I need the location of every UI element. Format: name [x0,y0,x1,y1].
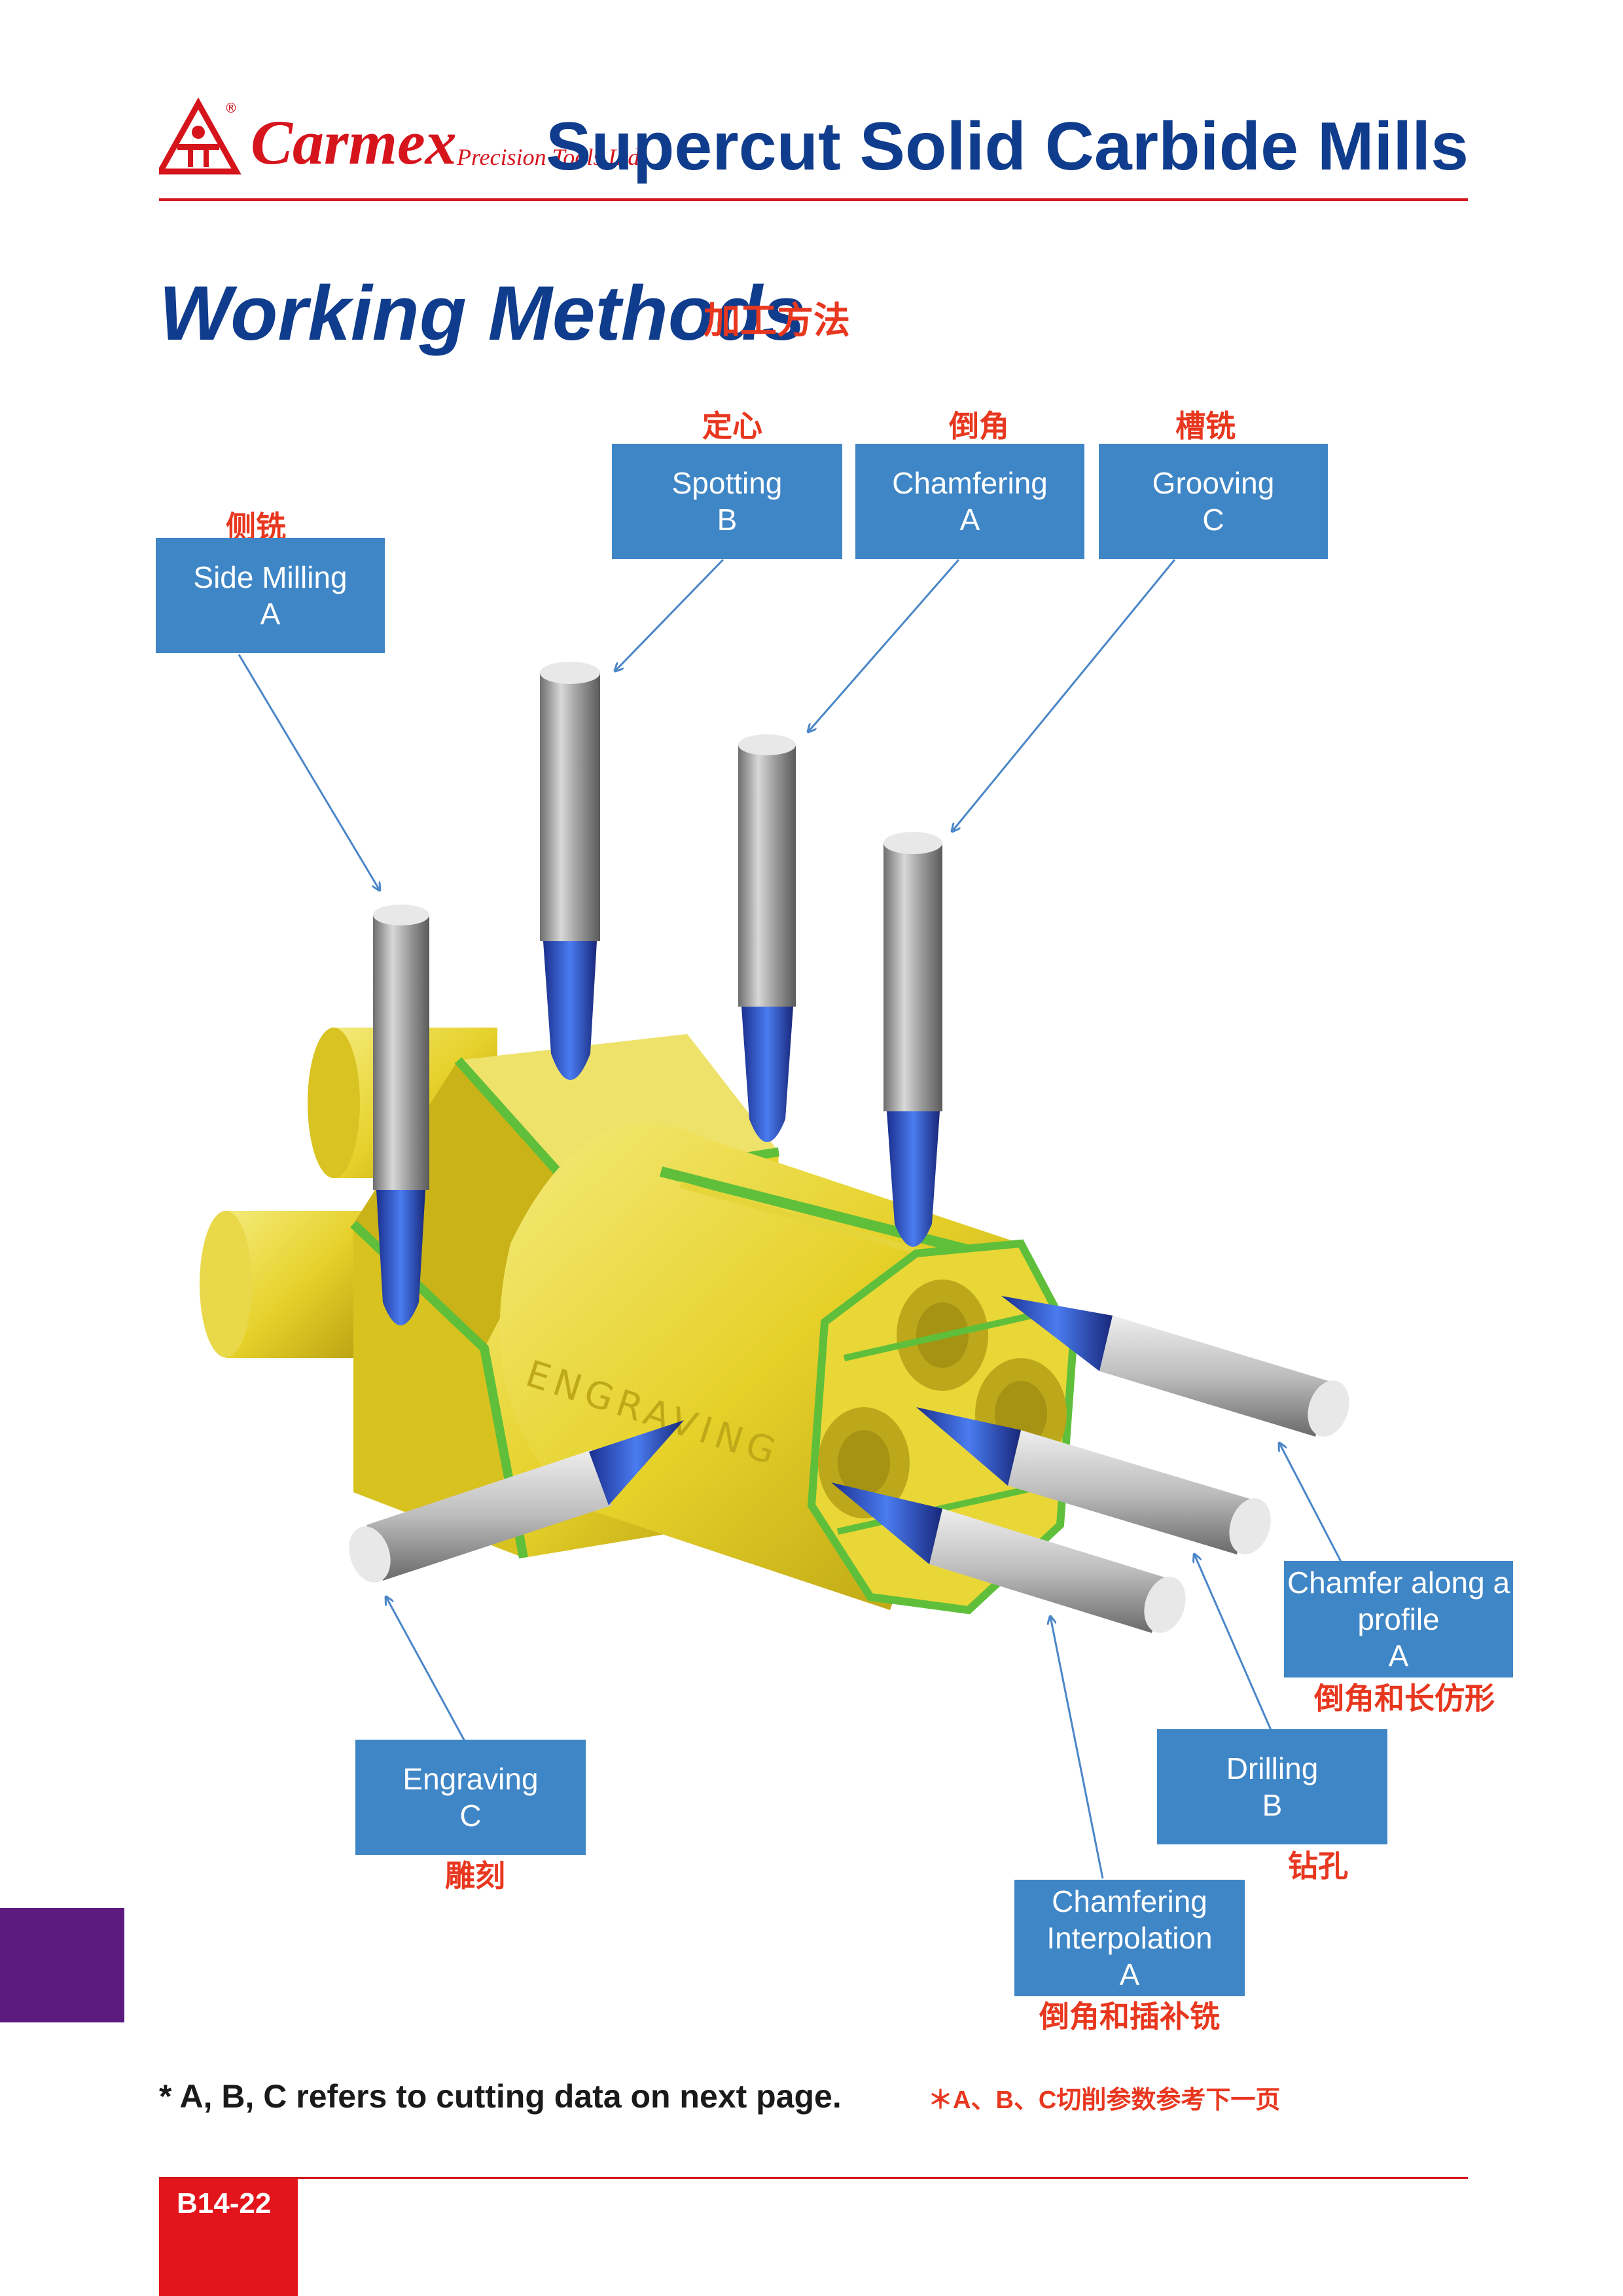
side-milling-grade: A [260,597,281,631]
side-milling-label: Side Milling [193,560,348,594]
engraving-callout: Engraving C [355,1740,586,1855]
drilling-cn: 钻孔 [1288,1849,1348,1883]
tool-side-milling [373,905,429,1325]
side-milling-cn: 侧铣 [226,510,286,544]
section-title: Working Methods [159,270,806,357]
section-color-tab [0,1908,124,2022]
grooving-label: Grooving [1152,466,1275,500]
chamfering-label: Chamfering [892,466,1048,500]
tool-drilling [916,1407,1271,1554]
grooving-cn: 槽铣 [1175,409,1236,443]
chamfer-profile-cn: 倒角和长仿形 [1314,1681,1495,1715]
chamfer-interpolation-cn: 倒角和插补铣 [1039,2000,1220,2034]
engraving-cn: 雕刻 [445,1859,505,1893]
page-number: B14-22 [177,2187,272,2219]
chamfering-cn: 倒角 [949,409,1009,443]
footnote-cn: ＊A、B、C切削参数参考下一页 [928,2087,1281,2114]
spotting-callout: Spotting B [612,444,842,559]
chamfering-grade: A [959,503,980,537]
drilling-label: Drilling [1226,1751,1319,1785]
footer-divider [159,2177,1468,2179]
tool-chamfer-profile [1001,1296,1349,1437]
chamfer-interpolation-callout: Chamfering Interpolation A [1014,1880,1245,1996]
engraving-label: Engraving [402,1762,539,1796]
workpiece-front-shaft [200,1211,376,1358]
chamfer-profile-label-1: Chamfer along a [1287,1566,1510,1600]
chamfer-profile-grade: A [1388,1639,1409,1673]
tool-chamfer-interpolation [831,1482,1186,1633]
chamfer-profile-callout: Chamfer along a profile A [1284,1561,1513,1677]
spotting-cn: 定心 [702,409,762,443]
page-number-tab [159,2179,298,2296]
drilling-callout: Drilling B [1157,1729,1387,1844]
grooving-grade: C [1202,503,1224,537]
tool-spotting [540,662,600,1080]
spotting-grade: B [717,503,738,537]
tool-grooving [883,832,942,1247]
brand-tagline: Precision Tools Ltd. [457,144,646,170]
footnote: * A, B, C refers to cutting data on next… [159,2078,842,2115]
document-title: Supercut Solid Carbide Mills [546,109,1469,185]
carmex-triangle-icon: ® [159,98,241,175]
tool-chamfering [738,734,796,1142]
chamfer-interpolation-label-1: Chamfering [1052,1884,1207,1918]
chamfer-interpolation-grade: A [1119,1958,1140,1992]
chamfering-callout: Chamfering A [855,444,1084,559]
spotting-label: Spotting [671,466,783,500]
grooving-callout: Grooving C [1099,444,1328,559]
section-title-cn: 加工方法 [704,300,850,341]
header-divider [159,198,1468,201]
brand-logo: ® Carmex Precision Tools Ltd. [159,98,813,190]
chamfer-interpolation-label-2: Interpolation [1046,1921,1213,1955]
side-milling-callout: Side Milling A [156,538,385,653]
svg-text:®: ® [224,100,238,116]
tool-engraving [349,1420,684,1583]
chamfer-profile-label-2: profile [1357,1602,1440,1636]
engraving-grade: C [459,1799,482,1833]
brand-name: Carmex [251,107,457,177]
drilling-grade: B [1262,1788,1283,1822]
callout-arrows [238,558,1366,1879]
